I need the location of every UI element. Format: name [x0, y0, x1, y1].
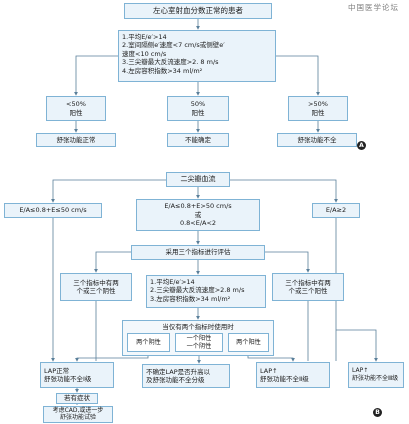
panel-b-criterion-2: 2.三尖瓣最大反流速度>2.8 m/s — [150, 286, 245, 295]
result-b-uncertain-line-2: 及舒张功能不全分级 — [146, 376, 205, 384]
result-b-grade-1-line-2: 舒张功能不全Ⅰ级 — [44, 375, 92, 383]
cond-middle-line-3: 0.8<E/A<2 — [179, 219, 217, 228]
result-b-grade-1-line-1: LAP正常 — [44, 366, 70, 375]
result-b-grade-3-line-2: 舒张功能不全Ⅲ级 — [352, 375, 399, 382]
result-b-grade-2: LAP↑ 舒张功能不全Ⅱ级 — [256, 362, 330, 388]
result-b-grade-1: LAP正常 舒张功能不全Ⅰ级 — [40, 362, 114, 388]
side-left-line-1: 三个指标中有两 — [73, 278, 119, 287]
panel-b-badge: B — [373, 408, 382, 417]
panel-a-criterion-2: 2.室间隔侧e′速度<7 cm/s或侧壁e′ — [122, 41, 225, 50]
side-right-box: 三个指标中有两 个或三个阳性 — [272, 273, 344, 301]
branch-a-high-pct: >50% — [308, 100, 328, 109]
branch-a-mid-pos: 阳性 — [191, 108, 205, 117]
consider-line-1: 考虑CAD,或进一步 — [52, 406, 104, 414]
one-each-line-2: 一个阴性 — [186, 342, 212, 350]
connector-13 — [265, 251, 310, 273]
result-b-uncertain: 不确定LAP是否升高以 及舒张功能不全分级 — [142, 364, 230, 388]
connector-10 — [230, 179, 338, 203]
consider-line-2: 舒张功能试验 — [59, 413, 96, 421]
two-positive: 两个阳性 — [228, 333, 269, 352]
cond-middle-line-1: E/A≤0.8+E>50 cm/s — [164, 202, 232, 211]
branch-a-high-pos: 阳性 — [311, 108, 325, 117]
panel-a-criteria: 1.平均E/e′>14 2.室间隔侧e′速度<7 cm/s或侧壁e′ 速度<10… — [118, 30, 276, 82]
panel-b-criterion-3: 3.左房容积指数>34 ml/m² — [150, 294, 231, 303]
connector-12 — [94, 251, 131, 273]
result-a-uncertain: 不能确定 — [167, 133, 229, 147]
consider-box: 考虑CAD,或进一步 舒张功能试验 — [43, 406, 113, 423]
two-negative: 两个阴性 — [127, 333, 170, 352]
connector-8 — [51, 179, 166, 203]
side-left-box: 三个指标中有两 个或三个阴性 — [60, 273, 132, 301]
cond-right: E/A≥2 — [312, 203, 360, 218]
panel-b-criterion-1: 1.平均E/e′>14 — [150, 278, 195, 286]
result-a-dysfunction: 舒张功能不全 — [277, 133, 357, 147]
result-b-grade-3: LAP↑ 舒张功能不全Ⅲ级 — [348, 362, 404, 388]
result-b-grade-3-line-1: LAP↑ — [352, 367, 369, 375]
side-right-line-2: 个或三个阳性 — [288, 287, 328, 295]
panel-b-criteria: 1.平均E/e′>14 2.三尖瓣最大反流速度>2.8 m/s 3.左房容积指数… — [146, 275, 266, 308]
connector-17 — [336, 329, 378, 362]
only-two-title: 当仅有两个指标时使用时 — [162, 323, 234, 331]
side-left-line-2: 个或三个阴性 — [76, 287, 116, 295]
panel-a-criterion-1: 1.平均E/e′>14 — [122, 33, 167, 41]
evaluate-box: 采用三个指标进行评估 — [131, 245, 265, 260]
branch-a-mid: 50% 阳性 — [167, 96, 229, 121]
panel-a-badge: A — [357, 141, 366, 150]
result-a-normal: 舒张功能正常 — [36, 133, 116, 147]
one-each: 一个阳性 一个阴性 — [175, 333, 223, 352]
watermark-logo: 中国医学论坛 — [348, 3, 399, 12]
result-b-grade-2-line-2: 舒张功能不全Ⅱ级 — [260, 375, 309, 383]
panel-a-title: 左心室射血分数正常的患者 — [124, 3, 272, 19]
branch-a-low: <50% 阳性 — [46, 96, 106, 121]
connector-4 — [276, 55, 320, 96]
branch-a-low-pos: 阳性 — [69, 108, 83, 117]
panel-b-title: 二尖瓣血流 — [166, 172, 230, 187]
side-right-line-1: 三个指标中有两 — [285, 278, 331, 287]
branch-a-mid-pct: 50% — [190, 100, 206, 109]
symptom-box: 若有症状 — [56, 393, 98, 404]
cond-middle-line-2: 或 — [194, 210, 202, 219]
branch-a-high: >50% 阳性 — [288, 96, 348, 121]
branch-a-low-pct: <50% — [66, 100, 86, 109]
panel-a-criterion-3: 3.三尖瓣最大反流速度>2. 8 m/s — [122, 58, 219, 67]
panel-a-criterion-4: 4.左房容积指数>34 ml/m² — [122, 66, 203, 75]
result-b-uncertain-line-1: 不确定LAP是否升高以 — [146, 367, 211, 376]
cond-left: E/A≤0.8+E≤50 cm/s — [4, 203, 102, 218]
cond-middle: E/A≤0.8+E>50 cm/s 或 0.8<E/A<2 — [136, 199, 260, 231]
connector-2 — [74, 55, 118, 96]
result-b-grade-2-line-1: LAP↑ — [260, 366, 278, 375]
one-each-line-1: 一个阳性 — [186, 334, 212, 342]
panel-a-criterion-2-cont: 速度<10 cm/s — [122, 49, 167, 58]
